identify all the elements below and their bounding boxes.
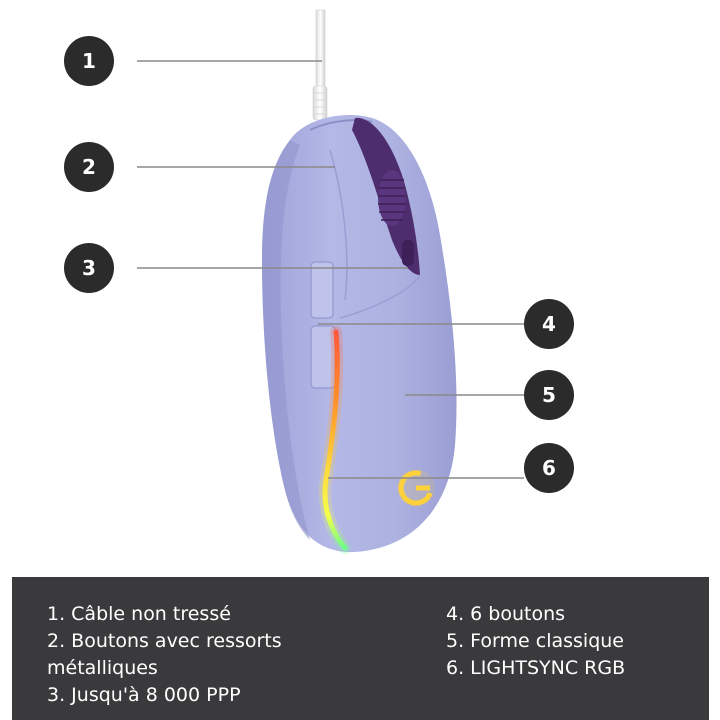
feature-list-left: 1. Câble non tressé 2. Boutons avec ress… [47,601,377,709]
callout-badge-2: 2 [64,142,114,192]
callout-number: 1 [82,49,96,73]
feature-item: 4. 6 boutons [446,603,566,625]
feature-list-panel: 1. Câble non tressé 2. Boutons avec ress… [12,577,709,720]
leader-lines [137,60,524,479]
callout-badge-4: 4 [524,299,574,349]
callout-badge-3: 3 [64,243,114,293]
callout-number: 4 [542,312,556,336]
feature-item: 1. Câble non tressé [47,603,231,625]
callout-number: 2 [82,155,96,179]
feature-list-right: 4. 6 boutons 5. Forme classique 6. LIGHT… [446,601,696,682]
cable [312,9,328,121]
feature-item: 6. LIGHTSYNC RGB [446,657,626,679]
callout-badge-6: 6 [524,443,574,493]
feature-item: 2. Boutons avec ressorts métalliques [47,630,282,679]
feature-item: 3. Jusqu'à 8 000 PPP [47,684,241,706]
callout-number: 5 [542,383,556,407]
callout-badge-1: 1 [64,36,114,86]
mouse-body [262,114,457,554]
callout-badge-5: 5 [524,370,574,420]
feature-item: 5. Forme classique [446,630,624,652]
callout-number: 3 [82,256,96,280]
callout-number: 6 [542,456,556,480]
mouse-illustration: 1 2 3 4 5 6 [64,9,574,554]
